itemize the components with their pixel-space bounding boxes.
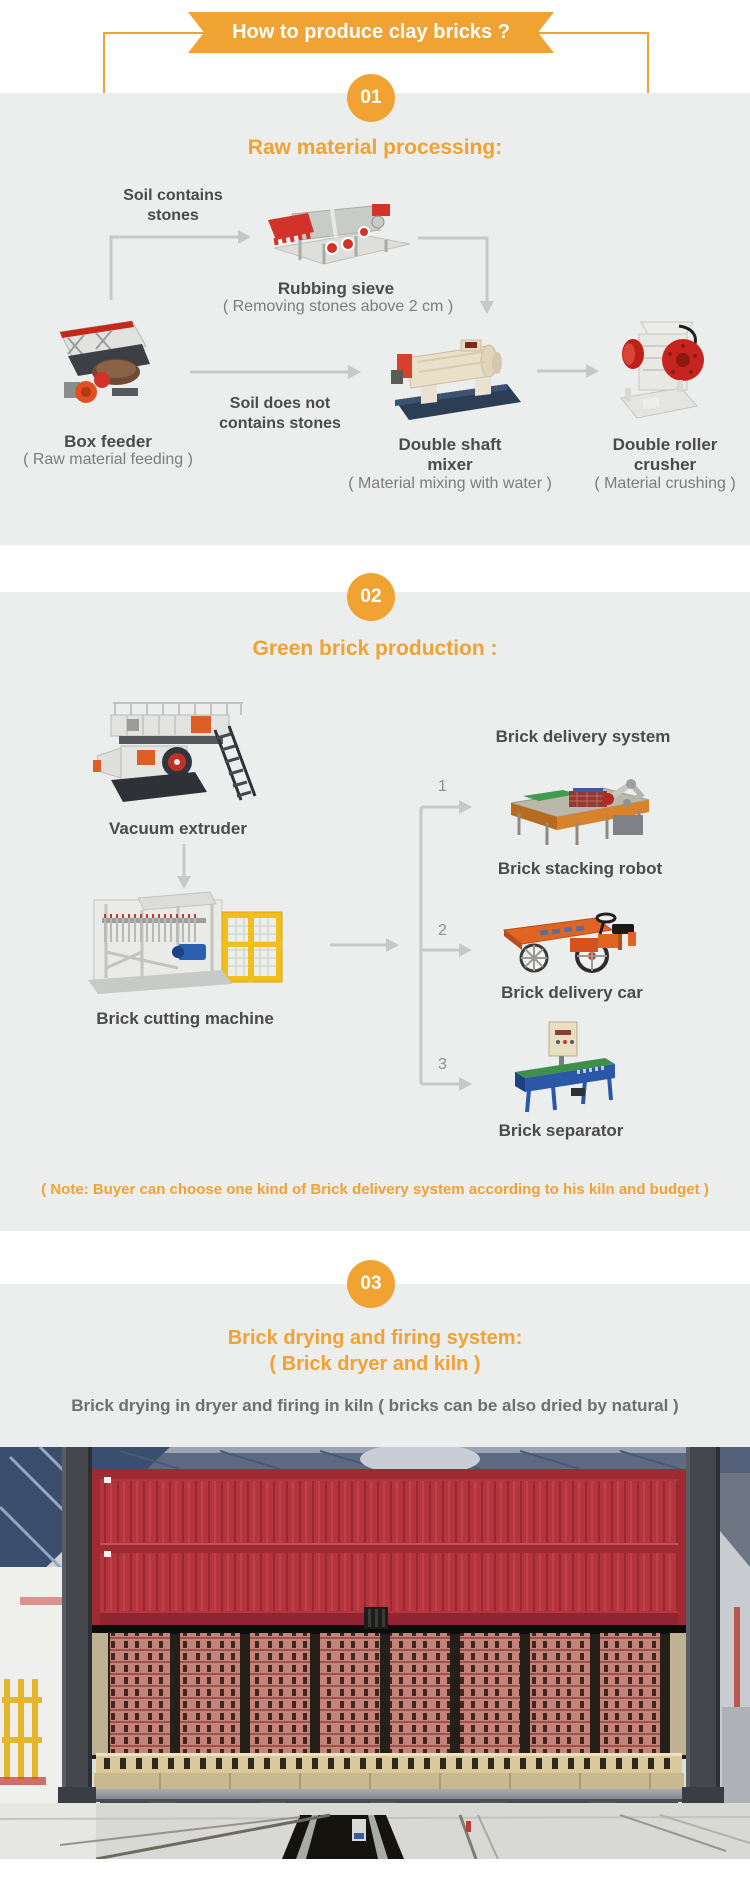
crusher-subtitle: ( Material crushing ) bbox=[594, 475, 736, 492]
section-raw-material-processing: Raw material processing: Soil contains s… bbox=[0, 93, 750, 545]
option-number-1: 1 bbox=[438, 778, 447, 795]
label-line: contains stones bbox=[219, 415, 341, 432]
box-feeder-title: Box feeder bbox=[64, 432, 152, 451]
mixer-title-line2: mixer bbox=[427, 455, 473, 474]
double-roller-crusher-image bbox=[620, 321, 704, 419]
section1-flow-arrows bbox=[109, 230, 599, 379]
step-badge-01: 01 bbox=[347, 74, 395, 122]
brick-stacking-robot-label: Brick stacking robot bbox=[497, 859, 663, 878]
step-number: 01 bbox=[360, 87, 382, 108]
double-shaft-mixer-image bbox=[391, 339, 521, 420]
brick-cutting-machine-label: Brick cutting machine bbox=[96, 1009, 274, 1028]
kiln-photo bbox=[0, 1447, 750, 1859]
section3-heading-line1: Brick drying and firing system: bbox=[227, 1327, 523, 1349]
rubbing-sieve-image bbox=[268, 204, 411, 265]
box-feeder-image bbox=[59, 320, 150, 403]
step-number: 03 bbox=[360, 1273, 382, 1294]
section3-heading-line2: ( Brick dryer and kiln ) bbox=[269, 1353, 481, 1375]
crusher-title-line2: crusher bbox=[633, 455, 697, 474]
brick-separator-label: Brick separator bbox=[498, 1121, 624, 1140]
section-green-brick-production: Green brick production : 1 2 3 bbox=[0, 592, 750, 1231]
label-line: Soil contains bbox=[123, 187, 223, 204]
box-feeder-subtitle: ( Raw material feeding ) bbox=[23, 451, 193, 468]
step-number: 02 bbox=[360, 586, 382, 607]
vacuum-extruder-label: Vacuum extruder bbox=[109, 819, 247, 838]
vacuum-extruder-image bbox=[93, 702, 257, 802]
label-line: Soil does not bbox=[229, 395, 331, 412]
brick-delivery-car-image bbox=[502, 912, 636, 973]
brick-delivery-car-label: Brick delivery car bbox=[501, 983, 643, 1002]
option-number-3: 3 bbox=[438, 1056, 447, 1073]
step-badge-02: 02 bbox=[347, 573, 395, 621]
brick-separator-image bbox=[515, 1021, 615, 1113]
brick-cutting-machine-image bbox=[88, 891, 283, 994]
step-badge-03: 03 bbox=[347, 1260, 395, 1308]
option-number-2: 2 bbox=[438, 922, 447, 939]
section2-flow-arrows bbox=[177, 800, 472, 1091]
rubbing-sieve-title: Rubbing sieve bbox=[277, 279, 395, 298]
brick-stacking-robot-image bbox=[510, 779, 650, 845]
label-soil-does-not-contain-stones: Soil does not contains stones bbox=[219, 394, 341, 434]
mixer-subtitle: ( Material mixing with water ) bbox=[348, 475, 552, 492]
mixer-title-line1: Double shaft bbox=[398, 435, 502, 454]
title-ribbon: How to produce clay bricks ? bbox=[188, 12, 554, 53]
section2-heading: Green brick production : bbox=[252, 637, 498, 660]
label-soil-contains-stones: Soil contains stones bbox=[123, 186, 223, 226]
crusher-title-line1: Double roller bbox=[612, 435, 718, 454]
section1-heading: Raw material processing: bbox=[247, 136, 503, 159]
section2-note: ( Note: Buyer can choose one kind of Bri… bbox=[41, 1181, 709, 1198]
rubbing-sieve-subtitle: ( Removing stones above 2 cm ) bbox=[222, 298, 454, 315]
page-title: How to produce clay bricks ? bbox=[232, 21, 510, 43]
brick-delivery-system-label: Brick delivery system bbox=[495, 727, 671, 746]
section3-subtitle: Brick drying in dryer and firing in kiln… bbox=[71, 1396, 679, 1415]
label-line: stones bbox=[147, 207, 199, 224]
section-brick-drying-firing: Brick drying and firing system: ( Brick … bbox=[0, 1284, 750, 1447]
